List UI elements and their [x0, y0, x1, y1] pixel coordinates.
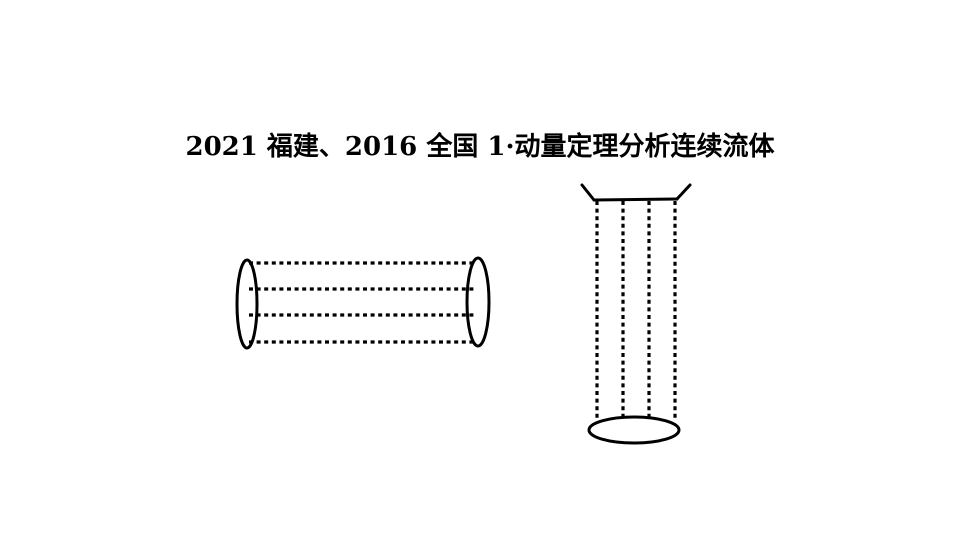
bottom-cross-section-ellipse	[587, 415, 681, 445]
left-cross-section-ellipse	[235, 258, 259, 350]
slide-title: 2021 福建、2016 全国 1·动量定理分析连续流体	[185, 132, 775, 162]
horizontal-cylinder-diagram	[235, 256, 491, 350]
right-cross-section-ellipse	[465, 256, 491, 348]
container-bottom-line	[592, 197, 679, 202]
container-left-wall	[580, 183, 596, 202]
container-right-wall	[675, 183, 692, 201]
vertical-column-diagram	[580, 183, 692, 445]
